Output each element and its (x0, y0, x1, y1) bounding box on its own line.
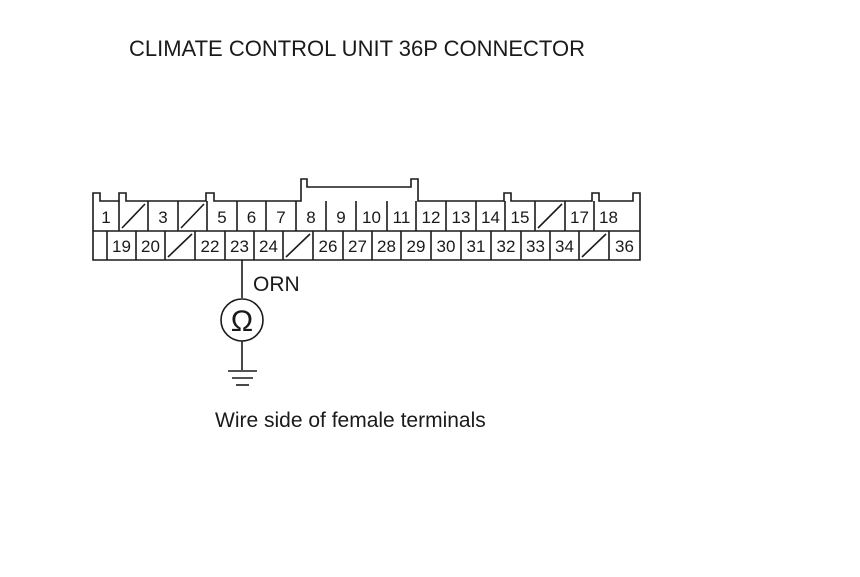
terminal-11: 11 (393, 208, 411, 227)
terminal-24: 24 (259, 237, 278, 256)
terminal-17: 17 (570, 208, 589, 227)
terminal-23: 23 (230, 237, 249, 256)
terminal-6: 6 (247, 208, 256, 227)
ground-icon (228, 370, 257, 386)
terminal-5: 5 (217, 208, 226, 227)
diagram-caption: Wire side of female terminals (215, 409, 486, 432)
terminal-32: 32 (497, 237, 516, 256)
blank-cavity-slash (285, 233, 311, 258)
terminal-30: 30 (437, 237, 456, 256)
terminal-20: 20 (141, 237, 160, 256)
terminal-12: 12 (422, 208, 441, 227)
blank-cavity-slash (581, 233, 607, 258)
ohmmeter-icon: Ω (220, 298, 264, 342)
terminal-9: 9 (336, 208, 345, 227)
terminal-29: 29 (407, 237, 426, 256)
terminal-22: 22 (201, 237, 220, 256)
wire-color-label: ORN (253, 273, 300, 296)
terminal-27: 27 (348, 237, 367, 256)
terminal-34: 34 (555, 237, 574, 256)
terminal-19: 19 (112, 237, 131, 256)
blank-cavity-slash (537, 203, 563, 229)
terminal-8: 8 (306, 208, 315, 227)
terminal-28: 28 (377, 237, 396, 256)
terminal-31: 31 (467, 237, 486, 256)
ohmmeter-probe: ORN Ω (220, 260, 300, 386)
terminal-10: 10 (362, 208, 381, 227)
terminal-33: 33 (526, 237, 545, 256)
terminal-36: 36 (615, 237, 634, 256)
terminal-13: 13 (452, 208, 471, 227)
terminal-1: 1 (101, 208, 110, 227)
terminal-18: 18 (599, 208, 618, 227)
terminal-15: 15 (511, 208, 530, 227)
terminal-7: 7 (276, 208, 285, 227)
blank-cavity-slash (167, 233, 193, 258)
blank-cavity-slash (121, 203, 146, 229)
terminal-14: 14 (481, 208, 500, 227)
terminal-26: 26 (319, 237, 338, 256)
ohm-symbol: Ω (231, 305, 253, 338)
blank-cavity-slash (180, 203, 205, 229)
diagram-title: CLIMATE CONTROL UNIT 36P CONNECTOR (129, 36, 585, 61)
connector-outline (92, 178, 641, 261)
terminal-3: 3 (158, 208, 167, 227)
